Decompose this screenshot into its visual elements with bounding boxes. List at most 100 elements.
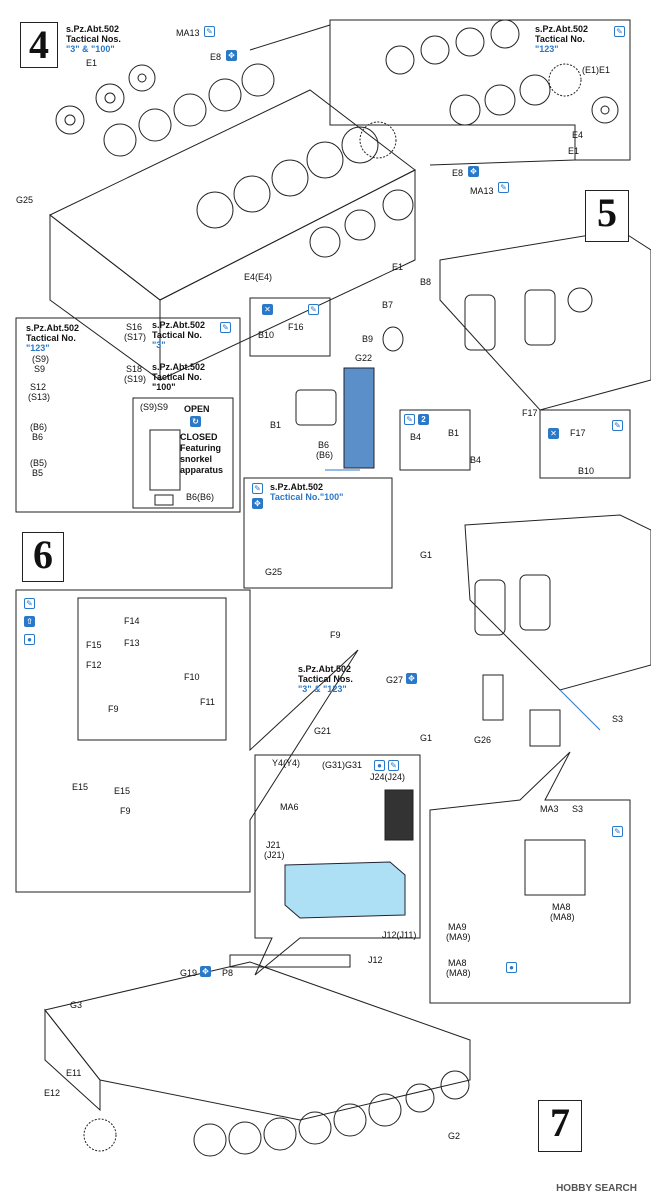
part-label-g25: G25 bbox=[16, 195, 34, 205]
open-label: OPEN bbox=[184, 404, 210, 414]
part-label-ma13: MA13 bbox=[470, 186, 494, 196]
glue-icon: ✎ bbox=[612, 826, 623, 837]
part-label-g22: G22 bbox=[355, 353, 373, 363]
part-label-b6: (B6) bbox=[316, 450, 334, 460]
part-label-f14: F14 bbox=[124, 616, 140, 626]
glue-icon: ✎ bbox=[252, 483, 263, 494]
logo-text: HOBBY SEARCH bbox=[556, 1183, 637, 1194]
part-label-ma8: MA8 bbox=[552, 902, 571, 912]
part-label-j12: J12 bbox=[368, 955, 383, 965]
part-label-p8: P8 bbox=[222, 968, 234, 978]
part-label-e1: E1 bbox=[86, 58, 98, 68]
snorkel-caption: Featuring bbox=[180, 443, 222, 453]
part-label-s9: S9 bbox=[34, 364, 46, 374]
closed-label: CLOSED bbox=[180, 432, 218, 442]
cement-icon: ✥ bbox=[406, 673, 417, 684]
drop-icon: ● bbox=[374, 760, 385, 771]
glue-icon: ✎ bbox=[614, 26, 625, 37]
part-label-f16: F16 bbox=[288, 322, 304, 332]
snorkel-caption: apparatus bbox=[180, 465, 224, 475]
part-label-g31: (G31)G31 bbox=[322, 760, 363, 770]
part-label-ma3: MA3 bbox=[540, 804, 559, 814]
part-label-f9: F9 bbox=[108, 704, 119, 714]
part-label-b6: (B6) bbox=[30, 422, 48, 432]
drop-icon: ● bbox=[506, 962, 517, 973]
part-label-e11: E11 bbox=[66, 1068, 82, 1078]
part-label-e1-e1: (E1)E1 bbox=[582, 65, 611, 75]
part-label-s9-s9: (S9)S9 bbox=[140, 402, 169, 412]
part-label-e15: E15 bbox=[72, 782, 89, 792]
part-label-j21: J21 bbox=[266, 840, 281, 850]
part-label-b5: B5 bbox=[32, 468, 44, 478]
part-label-s9: (S9) bbox=[32, 354, 50, 364]
glue-icon: ✎ bbox=[204, 26, 215, 37]
part-label-j21: (J21) bbox=[264, 850, 285, 860]
part-label-s3: S3 bbox=[612, 714, 624, 724]
part-label-g1: G1 bbox=[420, 733, 433, 743]
glue-icon: ✎ bbox=[404, 414, 415, 425]
part-label-b9: B9 bbox=[362, 334, 374, 344]
part-label-s3: S3 bbox=[572, 804, 584, 814]
cut-icon: ✕ bbox=[262, 304, 273, 315]
arrow-icon: ⇧ bbox=[24, 616, 35, 627]
part-label-ma9: (MA9) bbox=[446, 932, 471, 942]
part-label-b8: B8 bbox=[420, 277, 432, 287]
part-label-b4: B4 bbox=[470, 455, 482, 465]
part-label-ma13: MA13 bbox=[176, 28, 200, 38]
part-label-g19: G19 bbox=[180, 968, 198, 978]
tactical-note-100: s.Pz.Abt.502 Tactical No. "100" bbox=[152, 362, 206, 392]
part-label-j24: J24(J24) bbox=[370, 772, 406, 782]
part-label-ma8: (MA8) bbox=[446, 968, 471, 978]
part-label-b10: B10 bbox=[258, 330, 275, 340]
part-label-b1: B1 bbox=[448, 428, 460, 438]
part-label-g3: G3 bbox=[70, 1000, 83, 1010]
glue-icon: ✎ bbox=[498, 182, 509, 193]
cement-icon: ✥ bbox=[226, 50, 237, 61]
part-label-b6: B6 bbox=[32, 432, 44, 442]
part-label-s17: (S17) bbox=[124, 332, 147, 342]
part-label-ma8: MA8 bbox=[448, 958, 467, 968]
tactical-note-3: s.Pz.Abt.502 Tactical No. "3" bbox=[152, 320, 206, 350]
tactical-note-3-123: s.Pz.Abt.502 Tactical Nos. "3" & "123" bbox=[298, 664, 353, 694]
part-label-b6-b6: B6(B6) bbox=[186, 492, 215, 502]
part-label-g2: G2 bbox=[448, 1131, 461, 1141]
part-label-b4: B4 bbox=[410, 432, 422, 442]
part-label-f13: F13 bbox=[124, 638, 140, 648]
tactical-note-100-b: s.Pz.Abt.502 Tactical No."100" bbox=[270, 482, 344, 502]
step-number-5: 5 bbox=[585, 190, 629, 242]
part-label-f11: F11 bbox=[200, 697, 215, 707]
snorkel-caption: snorkel bbox=[180, 454, 213, 464]
tactical-note-123-a: s.Pz.Abt.502 Tactical No. "123" bbox=[535, 24, 589, 54]
part-label-g21: G21 bbox=[314, 726, 332, 736]
part-label-f9: F9 bbox=[120, 806, 131, 816]
part-label-f17: F17 bbox=[570, 428, 586, 438]
part-label-b10: B10 bbox=[578, 466, 595, 476]
cement-icon: ✥ bbox=[200, 966, 211, 977]
part-label-e8: E8 bbox=[452, 168, 464, 178]
drop-icon: ● bbox=[24, 634, 35, 645]
part-label-f9: F9 bbox=[330, 630, 341, 640]
glue-icon: ✎ bbox=[220, 322, 231, 333]
part-label-e8: E8 bbox=[210, 52, 222, 62]
part-label-j12: J12(J11) bbox=[382, 930, 417, 940]
cement-icon: ✥ bbox=[252, 498, 263, 509]
step-number-6: 6 bbox=[22, 532, 64, 582]
part-label-ma6: MA6 bbox=[280, 802, 299, 812]
part-label-g27: G27 bbox=[386, 675, 404, 685]
part-label-ma8: (MA8) bbox=[550, 912, 575, 922]
glue-icon: ✎ bbox=[308, 304, 319, 315]
number-icon: 2 bbox=[418, 414, 429, 425]
step-number-4: 4 bbox=[20, 22, 58, 68]
part-label-b7: B7 bbox=[382, 300, 394, 310]
part-label-g25: G25 bbox=[265, 567, 283, 577]
part-label-b6: B6 bbox=[318, 440, 330, 450]
part-label-b1: B1 bbox=[270, 420, 282, 430]
part-label-s16: S16 bbox=[126, 322, 143, 332]
step-number-7: 7 bbox=[538, 1100, 582, 1152]
part-label-ma9: MA9 bbox=[448, 922, 467, 932]
tactical-note-3-100: s.Pz.Abt.502 Tactical Nos. "3" & "100" bbox=[66, 24, 121, 54]
part-label-f12: F12 bbox=[86, 660, 102, 670]
hobby-search-logo: HOBBY SEARCH bbox=[556, 1183, 637, 1194]
part-label-s12: S12 bbox=[30, 382, 47, 392]
